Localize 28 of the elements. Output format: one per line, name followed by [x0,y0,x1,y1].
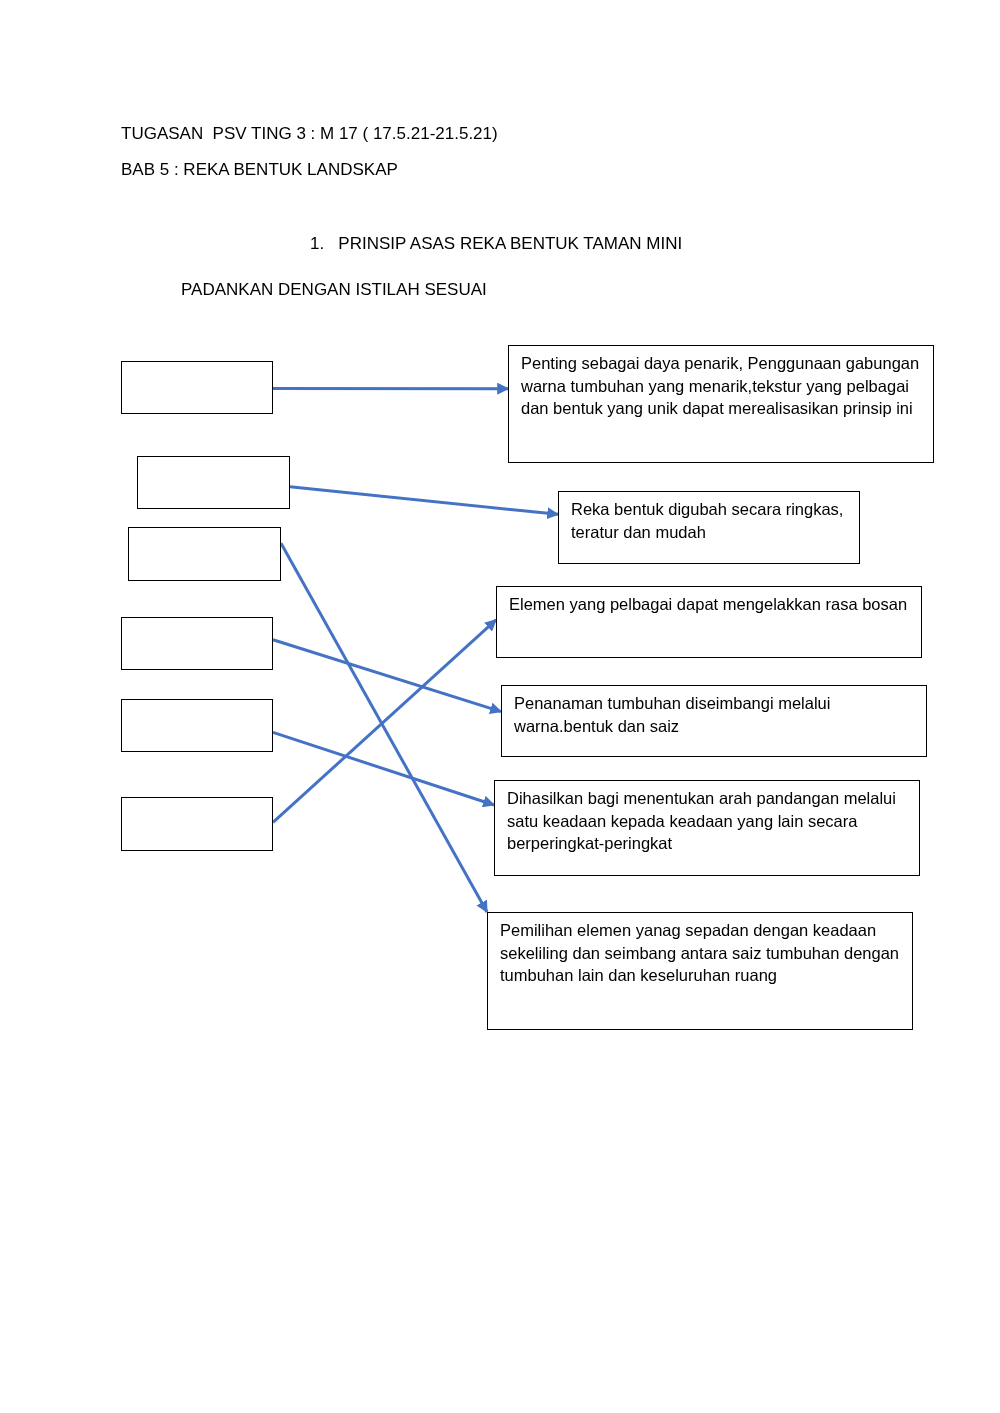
description-text: Elemen yang pelbagai dapat mengelakkan rasa bosan [509,594,909,615]
description-text: Reka bentuk digubah secara ringkas, teratur dan mudah [571,499,845,543]
description-box [508,345,934,463]
description-text: Pemilihan elemen yanag sepadan dengan keadaan sekeliling dan seimbang antara saiz tumbuhan dengan tumbuhan lain dan keseluruhan ruang [500,920,900,986]
answer-box [121,797,273,851]
arrow [279,542,489,914]
description-box [558,491,860,564]
description-box [496,586,922,658]
arrow [289,485,560,520]
description-box [487,912,913,1030]
arrow [273,382,510,395]
instruction-text: BAB 5 : REKA BENTUK LANDSKAP [121,159,398,181]
answer-box [121,617,273,670]
description-text: Penanaman tumbuhan diseimbangi melalui warna.bentuk dan saiz [514,693,832,737]
arrow [272,618,497,824]
description-box [494,780,920,876]
arrow [272,730,496,808]
answer-box [128,527,281,581]
description-text: Penting sebagai daya penarik, Penggunaan gabungan warna tumbuhan yang menarik,tekstur yang pelbagai dan bentuk yang unik dapat merealisasikan prinsip ini [521,353,921,419]
answer-box [121,699,273,752]
description-text: Dihasilkan bagi menentukan arah pandangan melalui satu keadaan kepada keadaan yang lain secara berperingkat-peringkat [507,788,897,854]
answer-box [137,456,290,509]
arrow [272,638,503,715]
description-box [501,685,927,757]
instruction-text: 1. PRINSIP ASAS REKA BENTUK TAMAN MINI [310,233,683,255]
answer-box [121,361,273,414]
instruction-text: PADANKAN DENGAN ISTILAH SESUAI [181,279,487,301]
title: TUGASAN PSV TING 3 : M 17 ( 17.5.21-21.5.21) [121,123,498,145]
